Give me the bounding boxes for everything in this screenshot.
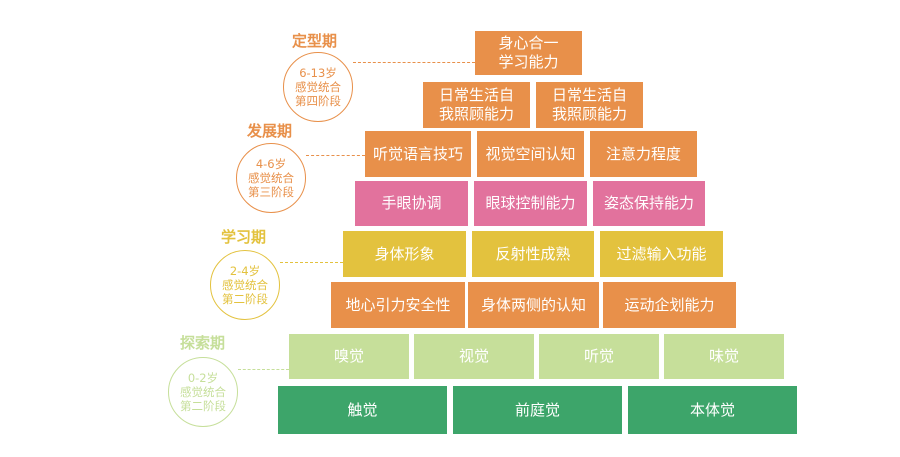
block-smell: 嗅觉 [289, 334, 409, 379]
block-taste: 味觉 [664, 334, 784, 379]
stage-connector [280, 262, 343, 263]
stage-line1: 感觉统合 [222, 278, 268, 292]
block-self-care-2: 日常生活自 我照顾能力 [536, 82, 643, 128]
block-label: 听觉 [583, 347, 614, 365]
block-label: 嗅觉 [333, 347, 364, 365]
stage-circle: 6-13岁 感觉统合 第四阶段 [283, 52, 353, 122]
block-label: 过滤输入功能 [616, 244, 707, 263]
block-mind-body-learning: 身心合一 学习能力 [475, 31, 582, 75]
stage-line2: 第三阶段 [248, 185, 294, 199]
block-label: 前庭觉 [514, 400, 560, 419]
block-label: 手眼协调 [381, 194, 442, 212]
stage-circle: 0-2岁 感觉统合 第二阶段 [168, 357, 238, 427]
block-eye-control: 眼球控制能力 [474, 181, 587, 226]
block-posture: 姿态保持能力 [593, 181, 705, 226]
block-hand-eye: 手眼协调 [355, 181, 468, 226]
stage-circle: 2-4岁 感觉统合 第二阶段 [210, 250, 280, 320]
block-label: 反射性成熟 [495, 244, 571, 263]
block-label: 视觉空间认知 [485, 144, 576, 163]
block-label: 身体形象 [374, 244, 435, 263]
block-label: 触觉 [347, 400, 378, 419]
stage-line2: 第四阶段 [295, 94, 341, 108]
block-label: 身体两侧的认知 [480, 295, 586, 314]
block-motor-planning: 运动企划能力 [603, 282, 736, 328]
stage-connector [238, 369, 289, 370]
stage-line1: 感觉统合 [248, 171, 294, 185]
block-label: 视觉 [458, 347, 489, 365]
block-sight: 视觉 [414, 334, 534, 379]
block-vestibular: 前庭觉 [453, 386, 622, 434]
block-label: 姿态保持能力 [603, 194, 694, 212]
block-auditory-language: 听觉语言技巧 [365, 131, 471, 177]
stage-age: 0-2岁 [187, 371, 219, 385]
stage-title: 探索期 [180, 334, 226, 352]
block-label: 身心合一 学习能力 [498, 34, 559, 71]
stage-line1: 感觉统合 [295, 80, 341, 94]
block-attention: 注意力程度 [590, 131, 697, 177]
block-label: 运动企划能力 [624, 295, 715, 314]
block-visual-spatial: 视觉空间认知 [477, 131, 584, 177]
stage-title: 学习期 [221, 228, 267, 246]
block-label: 日常生活自 我照顾能力 [438, 86, 514, 123]
block-body-image: 身体形象 [343, 231, 466, 277]
block-proprioception: 本体觉 [628, 386, 797, 434]
block-label: 地心引力安全性 [345, 295, 451, 314]
block-hearing: 听觉 [539, 334, 659, 379]
stage-line2: 第二阶段 [222, 292, 268, 306]
block-gravity-security: 地心引力安全性 [331, 282, 465, 328]
block-label: 注意力程度 [605, 144, 681, 163]
block-label: 听觉语言技巧 [372, 144, 463, 163]
block-label: 本体觉 [689, 400, 735, 419]
stage-circle: 4-6岁 感觉统合 第三阶段 [236, 143, 306, 213]
stage-connector [306, 155, 365, 156]
stage-age: 6-13岁 [299, 66, 337, 80]
block-bilateral-awareness: 身体两侧的认知 [468, 282, 599, 328]
stage-age: 4-6岁 [255, 157, 287, 171]
stage-title: 发展期 [247, 122, 293, 140]
block-self-care-1: 日常生活自 我照顾能力 [423, 82, 530, 128]
block-touch: 触觉 [278, 386, 447, 434]
block-label: 味觉 [708, 347, 739, 365]
block-reflex-maturity: 反射性成熟 [472, 231, 594, 277]
block-label: 眼球控制能力 [485, 194, 576, 212]
stage-line2: 第二阶段 [180, 399, 226, 413]
block-label: 日常生活自 我照顾能力 [551, 86, 627, 123]
stage-age: 2-4岁 [229, 264, 261, 278]
stage-line1: 感觉统合 [180, 385, 226, 399]
block-input-filter: 过滤输入功能 [600, 231, 723, 277]
stage-title: 定型期 [292, 32, 338, 50]
stage-connector [353, 62, 475, 63]
